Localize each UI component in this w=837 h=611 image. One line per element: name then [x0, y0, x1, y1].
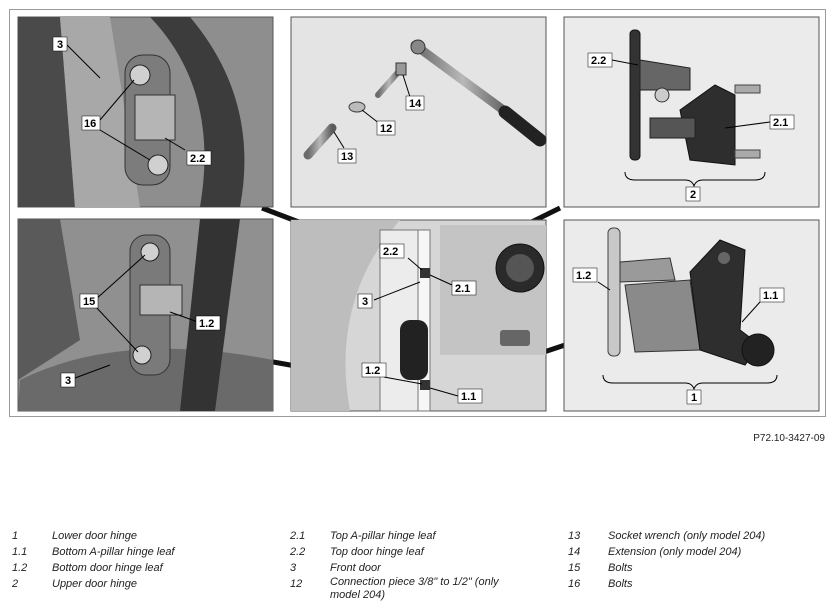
legend-item: 14 Extension (only model 204) — [568, 544, 765, 560]
legend-number: 1 — [12, 530, 19, 542]
panel-center-door: 2.2 2.1 3 1.2 1.1 — [290, 219, 547, 412]
callout-1-1: 1.1 — [763, 290, 778, 302]
callout-3: 3 — [57, 39, 63, 51]
panel-bottom-left: 15 1.2 3 — [17, 218, 274, 412]
panel-bottom-right: 1.2 1.1 1 — [563, 219, 820, 412]
legend-item: 1.2 Bottom door hinge leaf — [12, 560, 175, 576]
legend-text: Front door — [330, 562, 381, 574]
callout-14: 14 — [409, 98, 422, 110]
reference-code: P72.10-3427-09 — [753, 433, 825, 444]
legend-item: 2.1 Top A-pillar hinge leaf — [290, 528, 520, 544]
legend-item: 1.1 Bottom A-pillar hinge leaf — [12, 544, 175, 560]
callout-13: 13 — [341, 151, 353, 163]
legend-text: Bottom door hinge leaf — [52, 562, 163, 574]
callout-2: 2 — [690, 189, 696, 201]
legend-number: 1.1 — [12, 546, 28, 558]
legend-text: Extension (only model 204) — [608, 546, 742, 558]
callout-2-2: 2.2 — [190, 153, 205, 165]
legend-text: Lower door hinge — [52, 530, 138, 542]
legend-item: 2.2 Top door hinge leaf — [290, 544, 520, 560]
callout-16: 16 — [84, 118, 96, 130]
panel-top-right: 2.2 2.1 2 — [563, 16, 820, 208]
legend-column-2: 2.1 Top A-pillar hinge leaf 2.2 Top door… — [290, 528, 520, 606]
legend-item: 16 Bolts — [568, 576, 765, 592]
legend-text: Bolts — [608, 562, 633, 574]
legend-text: Bolts — [608, 578, 633, 590]
callout-1-2: 1.2 — [365, 365, 380, 377]
legend-number: 15 — [568, 562, 581, 574]
legend-item: 1 Lower door hinge — [12, 528, 175, 544]
callout-2-2: 2.2 — [383, 246, 398, 258]
callout-1: 1 — [691, 392, 697, 404]
callout-1-1: 1.1 — [461, 391, 476, 403]
legend-item: 2 Upper door hinge — [12, 576, 175, 592]
callout-2-1: 2.1 — [773, 117, 788, 129]
legend-item: 15 Bolts — [568, 560, 765, 576]
callout-3: 3 — [362, 296, 368, 308]
legend-text: Top door hinge leaf — [330, 546, 424, 558]
callout-15: 15 — [83, 296, 95, 308]
legend-number: 1.2 — [12, 562, 28, 574]
legend-number: 12 — [290, 578, 303, 590]
callout-12: 12 — [380, 123, 392, 135]
panel-top-center: 14 12 13 — [290, 16, 547, 208]
legend-text: Top A-pillar hinge leaf — [330, 530, 436, 542]
legend-column-3: 13 Socket wrench (only model 204) 14 Ext… — [568, 528, 765, 592]
callout-2-2: 2.2 — [591, 55, 606, 67]
legend-item: 3 Front door — [290, 560, 520, 576]
hinge-figure: 3 16 2.2 14 12 13 — [17, 16, 820, 412]
legend-item: 13 Socket wrench (only model 204) — [568, 528, 765, 544]
legend-number: 16 — [568, 578, 581, 590]
legend-number: 3 — [290, 562, 297, 574]
legend-item: 12 Connection piece 3/8" to 1/2" (only m… — [290, 576, 520, 606]
callout-2-1: 2.1 — [455, 283, 470, 295]
legend-number: 2 — [12, 578, 19, 590]
legend-number: 13 — [568, 530, 581, 542]
callout-1-2: 1.2 — [576, 270, 591, 282]
legend-number: 2.1 — [290, 530, 306, 542]
legend-text: Upper door hinge — [52, 578, 138, 590]
legend-text: Bottom A-pillar hinge leaf — [52, 546, 175, 558]
legend-text: Connection piece 3/8" to 1/2" (only mode… — [330, 576, 499, 601]
panel-top-left: 3 16 2.2 — [17, 16, 274, 208]
legend-column-1: 1 Lower door hinge 1.1 Bottom A-pillar h… — [12, 528, 175, 592]
callout-1-2: 1.2 — [199, 318, 214, 330]
legend-number: 14 — [568, 546, 581, 558]
legend-number: 2.2 — [290, 546, 306, 558]
callout-3: 3 — [65, 375, 71, 387]
legend-text: Socket wrench (only model 204) — [608, 530, 766, 542]
